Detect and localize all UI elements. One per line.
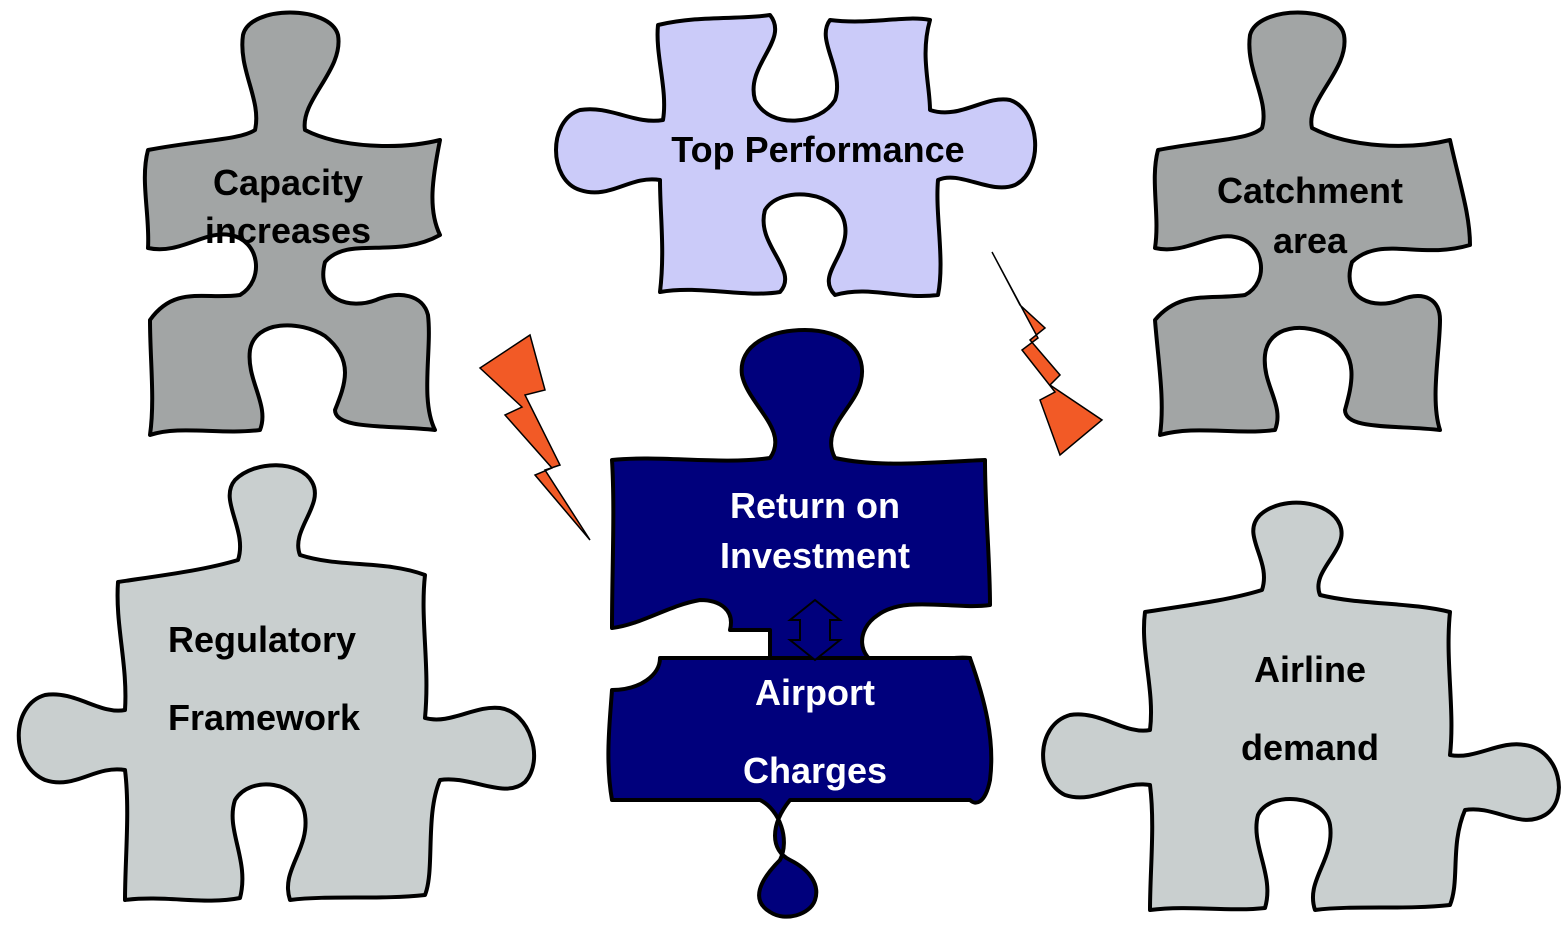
roi-label-line2: Investment [720,535,910,576]
roi-piece-shape [610,328,992,669]
charges-piece: Airport Charges [606,656,994,919]
top-performance-piece-shape [554,13,1037,299]
lightning-bolt-right-icon [991,251,1104,457]
top-performance-label: Top Performance [671,129,964,170]
capacity-piece-shape [142,10,442,437]
regulatory-piece: Regulatory Framework [16,463,536,903]
roi-piece: Return on Investment [610,328,992,669]
lightning-bolt-left-icon [478,333,591,541]
airline-piece-shape [1041,500,1561,912]
capacity-piece: Capacity increases [142,10,442,437]
top-performance-piece: Top Performance [554,13,1037,299]
catchment-piece-shape [1152,10,1472,437]
airline-piece: Airline demand [1041,500,1561,912]
catchment-piece: Catchment area [1152,10,1472,437]
double-arrow-icon [787,598,843,662]
capacity-label-line1: Capacity [213,162,363,203]
airline-label-line1: Airline [1254,649,1366,690]
capacity-label-line2: increases [205,210,371,251]
charges-label-line2: Charges [743,750,887,791]
regulatory-piece-shape [16,463,536,903]
airline-label-line2: demand [1241,727,1379,768]
regulatory-label-line1: Regulatory [168,619,356,660]
charges-piece-shape [606,656,994,919]
roi-label-line1: Return on [730,485,900,526]
charges-label-line1: Airport [755,672,875,713]
catchment-label-line1: Catchment [1217,170,1403,211]
regulatory-label-line2: Framework [168,697,361,738]
catchment-label-line2: area [1273,220,1348,261]
